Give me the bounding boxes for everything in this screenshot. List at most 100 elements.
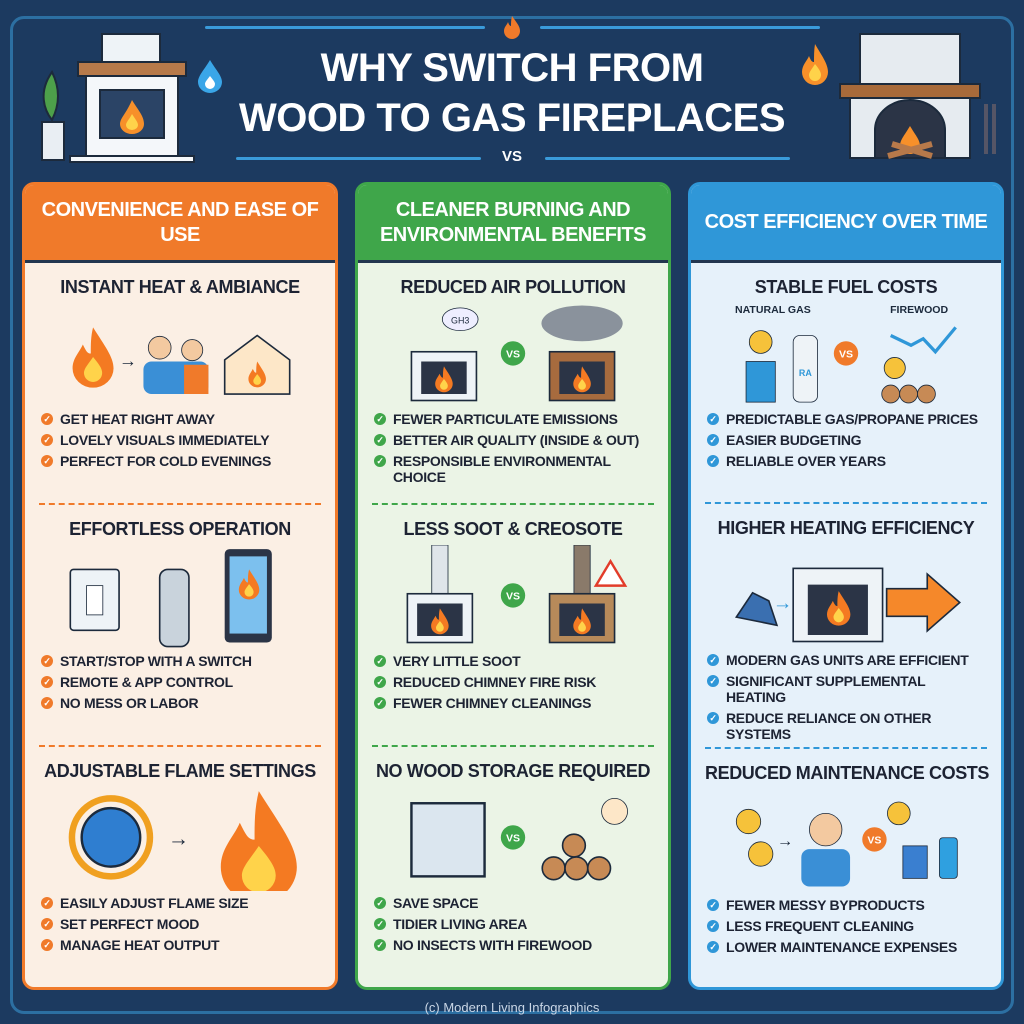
bullet-text: Significant supplemental heating bbox=[726, 672, 926, 705]
bullet-text: Get heat right away bbox=[60, 411, 215, 427]
bullet-text: Easily adjust flame size bbox=[60, 895, 249, 911]
bullet-item: ✓ Manage heat output bbox=[41, 937, 321, 953]
section: NO WOOD STORAGE REQUIRED VS ✓Save space✓… bbox=[372, 747, 654, 987]
check-icon: ✓ bbox=[707, 711, 719, 724]
bullet-item: ✓ Lower maintenance expenses bbox=[707, 939, 987, 955]
divider-line bbox=[205, 26, 485, 29]
check-icon: ✓ bbox=[41, 918, 53, 930]
check-icon: ✓ bbox=[374, 918, 386, 930]
section-title: REDUCED AIR POLLUTION bbox=[400, 277, 626, 297]
check-icon: ✓ bbox=[707, 940, 719, 953]
illus-label: RA bbox=[799, 368, 812, 378]
check-icon: ✓ bbox=[374, 455, 386, 467]
bullet-list: ✓Very little soot✓Reduced chimney fire r… bbox=[372, 653, 654, 716]
svg-text:VS: VS bbox=[506, 590, 520, 602]
bullet-item: ✓Very little soot bbox=[374, 653, 654, 669]
bullet-item: ✓Reliable over years bbox=[707, 453, 987, 469]
section-illustration: →VS bbox=[705, 789, 987, 893]
column-header: CONVENIENCE AND EASE OF USE bbox=[25, 185, 335, 263]
bullet-item: ✓Tidier living area bbox=[374, 916, 654, 932]
svg-text:VS: VS bbox=[506, 348, 520, 360]
bullet-text: Reduced chimney fire risk bbox=[393, 674, 597, 690]
bullet-text: Lovely visuals immediately bbox=[60, 432, 270, 448]
bullet-list: ✓Predictable gas/propane prices✓Easier b… bbox=[705, 411, 987, 474]
section-title: STABLE FUEL COSTS bbox=[754, 277, 938, 297]
bullet-item: ✓No mess or labor bbox=[41, 695, 321, 711]
bullet-text: Less frequent cleaning bbox=[726, 917, 914, 934]
bullet-text: Fewer messy byproducts bbox=[726, 896, 925, 913]
bullet-list: ✓Get heat right away✓Lovely visuals imme… bbox=[39, 411, 321, 474]
bullet-item: ✓ Fewer messy byproducts bbox=[707, 897, 987, 913]
page-title-line1: WHY SWITCH FROM bbox=[320, 46, 704, 90]
gas-fireplace-illustration bbox=[41, 33, 195, 163]
bullet-item: ✓Better air quality (inside & out) bbox=[374, 432, 654, 448]
bullet-text: Fewer particulate emissions bbox=[393, 411, 618, 427]
bullet-text: Lower maintenance expenses bbox=[726, 938, 958, 955]
section: LESS SOOT & CREOSOTE VS ✓Very little soo… bbox=[372, 505, 654, 747]
check-icon: ✓ bbox=[41, 939, 53, 951]
bullet-list: ✓Save space✓Tidier living area✓No insect… bbox=[372, 895, 654, 958]
bullet-text: Modern gas units are efficient bbox=[726, 651, 969, 668]
section-title: LESS SOOT & CREOSOTE bbox=[403, 519, 623, 539]
check-icon: ✓ bbox=[41, 455, 53, 467]
check-icon: ✓ bbox=[41, 434, 53, 446]
bullet-item: ✓ Remote & app control bbox=[41, 674, 321, 690]
check-icon: ✓ bbox=[374, 655, 386, 667]
bullet-text: Fewer chimney cleanings bbox=[393, 695, 592, 711]
switch-remote-phone-illustration bbox=[69, 549, 272, 648]
bullet-item: ✓Perfect for cold evenings bbox=[41, 453, 321, 469]
bullet-item: ✓Less frequent cleaning bbox=[707, 918, 987, 934]
divider-line bbox=[540, 26, 820, 29]
section-illustration: VS bbox=[372, 545, 654, 649]
bullet-text: Set perfect mood bbox=[60, 916, 200, 932]
bullet-list: ✓Start/stop with a switch✓Remote & app c… bbox=[39, 653, 321, 716]
bullet-text: Easier budgeting bbox=[726, 432, 862, 448]
footer-credit: (c) Modern Living Infographics bbox=[424, 1000, 600, 1015]
check-icon: ✓ bbox=[707, 653, 719, 666]
water-drop-icon bbox=[198, 60, 222, 93]
section: HIGHER HEATING EFFICIENCY → ✓ Modern gas … bbox=[705, 504, 987, 749]
svg-text:→: → bbox=[777, 831, 793, 849]
page-title-line2: WOOD TO GAS FIREPLACES bbox=[238, 96, 786, 140]
flame-icon bbox=[504, 16, 520, 39]
bullet-item: ✓ Significant supplemental heating bbox=[707, 673, 987, 705]
column-header: COST EFFICIENCY OVER TIME bbox=[691, 185, 1001, 263]
check-icon: ✓ bbox=[707, 898, 719, 911]
section: ADJUSTABLE FLAME SETTINGS → ✓Easily adju… bbox=[39, 747, 321, 987]
svg-text:VS: VS bbox=[506, 832, 520, 844]
section-title: ADJUSTABLE FLAME SETTINGS bbox=[44, 761, 316, 781]
check-icon: ✓ bbox=[707, 455, 719, 467]
illus-label: GH3 bbox=[451, 315, 469, 325]
section-title: REDUCED MAINTENANCE COSTS bbox=[705, 762, 990, 783]
check-icon: ✓ bbox=[374, 939, 386, 951]
section: REDUCED MAINTENANCE COSTS →VS ✓ Fewer mes… bbox=[705, 749, 990, 988]
check-icon: ✓ bbox=[374, 676, 386, 688]
bullet-item: ✓Easier budgeting bbox=[707, 432, 987, 448]
bullet-text: Remote & app control bbox=[60, 674, 233, 690]
wood-fireplace-illustration bbox=[839, 33, 996, 159]
dial-flame-illustration: → bbox=[68, 791, 297, 891]
column-header: CLEANER BURNING AND ENVIRONMENTAL BENEFI… bbox=[358, 185, 668, 263]
flame-family-house-illustration: → bbox=[72, 327, 291, 395]
check-icon: ✓ bbox=[707, 413, 719, 425]
bullet-item: ✓Fewer chimney cleanings bbox=[374, 695, 654, 711]
bullet-list: ✓ Fewer particulate emissions ✓Better air … bbox=[372, 411, 654, 490]
bullet-text: Manage heat output bbox=[60, 937, 220, 953]
bullet-list: ✓ Modern gas units are efficient ✓ Signific… bbox=[705, 652, 987, 747]
section-illustration: → bbox=[39, 303, 321, 407]
svg-text:→: → bbox=[773, 592, 793, 614]
section-title: HIGHER HEATING EFFICIENCY bbox=[717, 517, 975, 538]
check-icon: ✓ bbox=[707, 674, 719, 687]
bullet-item: ✓ Responsible environmental choice bbox=[374, 453, 654, 485]
space-vs-logs-illustration: VS bbox=[410, 797, 628, 881]
divider-line bbox=[236, 157, 481, 160]
bullet-item: ✓Easily adjust flame size bbox=[41, 895, 321, 911]
bullet-item: ✓Get heat right away bbox=[41, 411, 321, 427]
check-icon: ✓ bbox=[41, 676, 53, 688]
bullet-text: Responsible environmental choice bbox=[393, 453, 611, 485]
